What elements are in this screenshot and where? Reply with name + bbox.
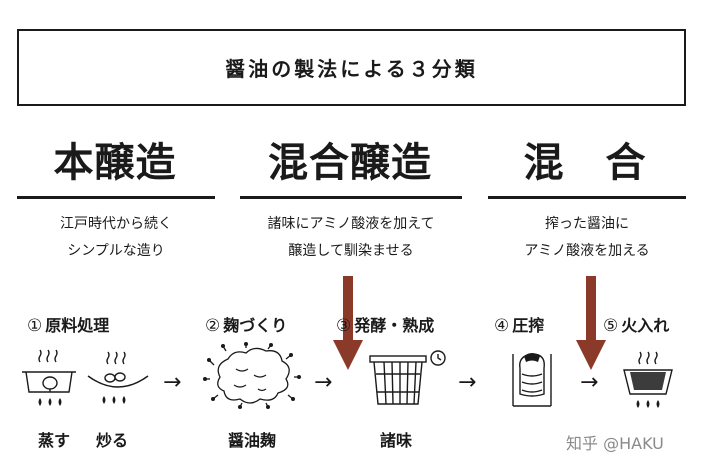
diagram-title: 醤油の製法による３分類 — [17, 29, 686, 106]
step-number: ④ — [494, 316, 510, 336]
label-roast: 炒る — [96, 431, 129, 450]
method-divider-1 — [17, 196, 215, 199]
step-name: 火入れ — [621, 316, 670, 335]
desc-line: シンプルな造り — [67, 243, 165, 259]
method-kongo-title: 混 合 — [523, 139, 647, 186]
label-steam: 蒸す — [38, 431, 71, 450]
flow-arrow-3: → — [458, 370, 477, 395]
desc-line: 諸味にアミノ酸液を加えて — [267, 216, 435, 232]
method-kongo-desc: 搾った醤油に アミノ酸液を加える — [488, 211, 686, 265]
step-name: 麹づくり — [223, 316, 288, 335]
method-kongo-jozo-desc: 諸味にアミノ酸液を加えて 醸造して馴染ませる — [232, 211, 470, 265]
additive-arrow-kongo — [576, 276, 606, 370]
step-number: ③ — [336, 316, 352, 336]
step-number: ① — [27, 316, 43, 336]
flow-arrow-1: → — [163, 370, 182, 395]
step-name: 圧搾 — [512, 316, 545, 335]
method-kongo-jozo-title: 混合醸造 — [268, 139, 432, 186]
heating-pot-icon — [623, 351, 673, 408]
desc-line: 搾った醤油に — [545, 216, 629, 232]
koji-cluster-icon — [203, 342, 301, 409]
step-name: 発酵・熟成 — [354, 316, 435, 335]
label-moromi: 諸味 — [380, 431, 413, 450]
desc-line: 醸造して馴染ませる — [288, 243, 414, 259]
method-honjozo-title: 本醸造 — [53, 139, 177, 186]
steaming-pot-icon — [22, 349, 76, 406]
fermentation-barrel-icon — [369, 350, 446, 405]
roasting-pan-icon — [87, 351, 149, 404]
desc-line: 江戸時代から続く — [60, 216, 172, 232]
desc-line: アミノ酸液を加える — [524, 243, 650, 259]
label-soy-koji: 醤油麹 — [228, 431, 277, 450]
step-number: ⑤ — [603, 316, 619, 336]
flow-arrow-4: → — [580, 370, 599, 395]
method-divider-2 — [240, 196, 462, 199]
press-icon — [512, 353, 552, 407]
step-name: 原料処理 — [45, 316, 110, 335]
watermark: 知乎 @HAKU — [566, 434, 664, 453]
flow-arrow-2: → — [314, 370, 333, 395]
step-number: ② — [205, 316, 221, 336]
method-divider-3 — [488, 196, 686, 199]
additive-arrow-kongo-jozo — [333, 276, 363, 370]
method-honjozo-desc: 江戸時代から続く シンプルな造り — [17, 211, 215, 265]
